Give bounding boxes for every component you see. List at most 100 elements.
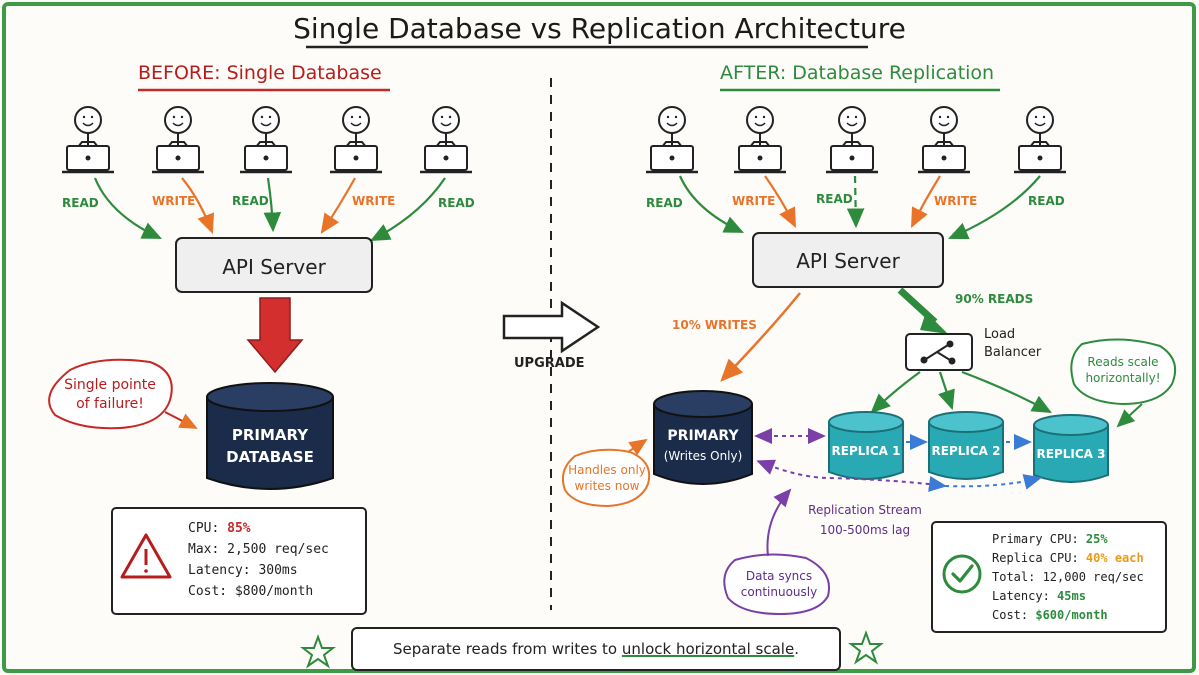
- before-stat-value: 300ms: [258, 563, 298, 578]
- after-stat-label: Latency:: [992, 589, 1058, 603]
- check-icon: [942, 554, 982, 594]
- before-stat-value: $800/month: [234, 584, 314, 599]
- replica-2-label: REPLICA 2: [931, 444, 1001, 458]
- after-user-3-icon: [826, 106, 878, 174]
- after-user-1-icon: [646, 106, 698, 174]
- after-primary-line1: PRIMARY: [667, 428, 739, 444]
- before-database-cylinder: [206, 397, 334, 490]
- footer-prefix: Separate reads from writes to: [393, 640, 622, 658]
- before-stats-box: [111, 507, 367, 615]
- writes-percentage-label: 10% WRITES: [672, 318, 757, 332]
- after-user-4-label: WRITE: [934, 194, 978, 208]
- before-stat-label: Max:: [188, 542, 228, 557]
- after-stat-label: Replica CPU:: [992, 551, 1086, 565]
- load-balancer-box: [905, 333, 973, 371]
- before-user-5-label: READ: [438, 196, 475, 210]
- after-stat-value: 25%: [1085, 532, 1108, 546]
- after-read-arrow-1: [678, 175, 744, 233]
- after-read-arrow-3: [947, 175, 1041, 240]
- overload-arrow: [246, 297, 304, 374]
- after-primary-cylinder: [653, 404, 753, 485]
- sync-callout-line2: continuously: [740, 585, 818, 599]
- before-write-arrow-2: [320, 177, 356, 234]
- before-api-server-label: API Server: [222, 255, 326, 279]
- after-user-2-icon: [734, 106, 786, 174]
- after-user-4-icon: [918, 106, 970, 174]
- footer-suffix: .: [794, 640, 799, 658]
- before-user-3-icon: [240, 106, 292, 174]
- replica-1-label: REPLICA 1: [831, 444, 901, 458]
- before-read-arrow-3: [370, 177, 446, 242]
- before-stat-label: CPU:: [188, 521, 228, 536]
- before-user-4-label: WRITE: [352, 194, 396, 208]
- after-stat-label: Primary CPU:: [992, 532, 1086, 546]
- upgrade-arrow: [502, 300, 601, 354]
- before-heading: BEFORE: Single Database: [138, 62, 382, 84]
- after-stat-row: Cost: $600/month: [992, 606, 1144, 625]
- load-balancer-icon: [920, 340, 956, 365]
- failure-callout-text: Single pointe of failure!: [50, 376, 170, 414]
- after-stat-label: Cost:: [992, 608, 1036, 622]
- after-stat-value: 45ms: [1057, 589, 1086, 603]
- scale-callout-line1: Reads scale: [1087, 355, 1159, 369]
- after-user-5-icon: [1014, 106, 1066, 174]
- after-users-group: [646, 106, 1066, 174]
- footer-message: Separate reads from writes to unlock hor…: [352, 640, 840, 658]
- before-database-label: PRIMARY DATABASE: [207, 424, 333, 468]
- before-stat-label: Latency:: [188, 563, 259, 578]
- failure-callout-line1: Single pointe: [64, 377, 156, 393]
- scale-callout-line2: horizontally!: [1085, 371, 1161, 385]
- after-user-1-label: READ: [646, 196, 683, 210]
- load-balancer-label: Load Balancer: [984, 326, 1041, 362]
- handles-callout-text: Handles only writes now: [562, 462, 652, 494]
- before-stat-row: Max: 2,500 req/sec: [188, 539, 329, 560]
- upgrade-label: UPGRADE: [514, 356, 585, 371]
- before-read-arrow-2: [263, 177, 282, 233]
- after-stat-row: Primary CPU: 25%: [992, 530, 1144, 549]
- load-balancer-line1: Load: [984, 327, 1016, 342]
- reads-percentage-label: 90% READS: [955, 292, 1034, 306]
- before-read-arrow-1: [93, 177, 162, 239]
- footer-emphasis: unlock horizontal scale: [621, 640, 795, 658]
- after-stat-value: 12,000 req/sec: [1042, 570, 1144, 584]
- after-stat-value: 40% each: [1085, 551, 1144, 565]
- after-stats-box: [931, 521, 1167, 633]
- handles-callout-bubble: [562, 448, 651, 508]
- failure-callout-bubble: [48, 358, 173, 430]
- writes-arrow: [720, 292, 801, 382]
- replication-stream-label: Replication Stream 100-500ms lag: [800, 500, 930, 540]
- star-icon-left: [300, 634, 336, 669]
- before-user-2-label: WRITE: [152, 194, 196, 208]
- after-api-server-box: [752, 232, 944, 288]
- before-user-1-label: READ: [62, 196, 99, 210]
- before-user-5-icon: [420, 106, 472, 174]
- page-title: Single Database vs Replication Architect…: [293, 12, 906, 45]
- before-user-3-label: READ: [232, 194, 269, 208]
- before-api-server-box: [175, 237, 373, 293]
- after-stat-row: Total: 12,000 req/sec: [992, 568, 1144, 587]
- before-stat-value: 85%: [227, 521, 251, 536]
- after-heading: AFTER: Database Replication: [720, 62, 995, 84]
- after-stat-value: $600/month: [1035, 608, 1108, 622]
- after-stat-row: Replica CPU: 40% each: [992, 549, 1144, 568]
- after-user-3-label: READ: [816, 192, 853, 206]
- sync-callout-bubble: [723, 553, 830, 616]
- before-database-line2: DATABASE: [226, 448, 314, 466]
- before-user-2-icon: [152, 106, 204, 174]
- star-icon-right: [848, 630, 884, 665]
- handles-callout-line1: Handles only: [568, 463, 646, 477]
- after-user-2-label: WRITE: [732, 194, 776, 208]
- after-stat-label: Total:: [992, 570, 1043, 584]
- before-stat-row: Cost: $800/month: [188, 581, 329, 602]
- before-stat-label: Cost:: [188, 584, 235, 599]
- before-user-1-icon: [62, 106, 114, 174]
- replication-stream-link: [756, 459, 947, 492]
- after-primary-label: PRIMARY (Writes Only): [654, 426, 752, 466]
- handles-callout-line2: writes now: [574, 479, 640, 493]
- replication-stream-line1: Replication Stream: [808, 503, 922, 517]
- before-stat-row: Latency: 300ms: [188, 560, 329, 581]
- scale-callout-text: Reads scale horizontally!: [1070, 354, 1176, 386]
